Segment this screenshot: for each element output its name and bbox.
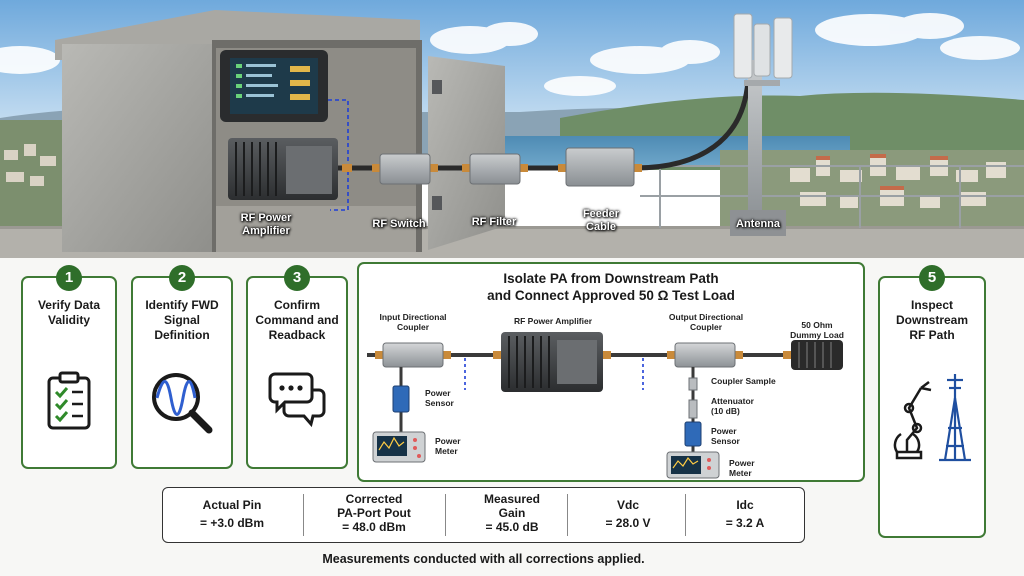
- power-sensor-left-body: [392, 385, 410, 413]
- step-card-1: 1 Verify Data Validity: [21, 265, 117, 469]
- magnifier-waveform-icon: [152, 373, 213, 434]
- measurement-footnote: Measurements conducted with all correcti…: [322, 552, 645, 566]
- measurement-divider: [303, 494, 304, 536]
- measurement-idc: Idc = 3.2 A: [691, 492, 799, 538]
- label-power-meter-left: Power Meter: [435, 436, 461, 456]
- step-title-1: Verify Data Validity: [37, 298, 101, 327]
- output-coupler-body: [674, 342, 736, 368]
- measurement-value: = 48.0 dBm: [342, 520, 406, 534]
- step-badge-3: 3: [284, 265, 310, 291]
- measurement-value: = 28.0 V: [605, 516, 651, 530]
- step-title-5: Inspect Downstream RF Path: [895, 298, 969, 342]
- step-card-3: 3 Confirm Command and Readback: [246, 265, 348, 469]
- robot-arm-tower-icon: [893, 374, 971, 462]
- scene-label-switch: RF Switch: [372, 218, 426, 230]
- measurement-value: = +3.0 dBm: [199, 516, 265, 530]
- measurement-label: Actual Pin: [202, 498, 262, 512]
- label-coupler-sample: Coupler Sample: [711, 376, 776, 386]
- input-coupler-body: [382, 342, 444, 368]
- scene-illustration: [0, 0, 1024, 258]
- scene-label-amplifier: RF Power Amplifier: [240, 212, 292, 237]
- step-card-5: 5 Inspect Downstream RF Path: [878, 265, 986, 538]
- isolation-setup-title: Isolate PA from Downstream Path and Conn…: [487, 271, 735, 303]
- clipboard-check-icon: [47, 371, 91, 430]
- measurement-label: Corrected PA-Port Pout: [337, 492, 411, 520]
- test-setup-diagram: [367, 332, 843, 479]
- scene-label-feeder: Feeder Cable: [582, 208, 620, 233]
- label-power-meter-right: Power Meter: [729, 458, 755, 478]
- step-badge-5: 5: [919, 265, 945, 291]
- scene-label-filter: RF Filter: [471, 216, 517, 228]
- step-title-2: Identify FWD Signal Definition: [145, 298, 219, 342]
- label-output-coupler: Output Directional Coupler: [668, 312, 744, 332]
- measurement-divider: [445, 494, 446, 536]
- step-badge-2: 2: [169, 265, 195, 291]
- measurement-actual-pin: Actual Pin = +3.0 dBm: [167, 492, 297, 538]
- isolation-setup-box: Isolate PA from Downstream Path and Conn…: [357, 262, 865, 482]
- step-badge-1: 1: [56, 265, 82, 291]
- attenuator-body: [688, 399, 698, 419]
- measurement-label: Measured Gain: [483, 492, 541, 520]
- measurement-label: Vdc: [616, 498, 639, 512]
- label-attenuator: Attenuator (10 dB): [711, 396, 754, 416]
- procedure-panel: 1 Verify Data Validity 2 Identify FWD Si…: [0, 258, 1024, 576]
- label-input-coupler: Input Directional Coupler: [379, 312, 447, 332]
- step-card-2: 2 Identify FWD Signal Definition: [131, 265, 233, 469]
- label-power-sensor-left: Power Sensor: [425, 388, 454, 408]
- measurement-divider: [567, 494, 568, 536]
- measurement-gain: Measured Gain = 45.0 dB: [451, 492, 573, 538]
- label-rf-amplifier: RF Power Amplifier: [513, 316, 593, 326]
- label-power-sensor-right: Power Sensor: [711, 426, 740, 446]
- measurement-corrected-pout: Corrected PA-Port Pout = 48.0 dBm: [309, 492, 439, 538]
- measurement-results: Actual Pin = +3.0 dBm Corrected PA-Port …: [162, 487, 805, 543]
- scene-label-antenna: Antenna: [736, 218, 780, 230]
- measurement-value: = 45.0 dB: [485, 520, 539, 534]
- equipment-scene: RF Power Amplifier RF Switch RF Filter F…: [0, 0, 1024, 258]
- label-dummy-load: 50 Ohm Dummy Load: [790, 320, 844, 340]
- measurement-divider: [685, 494, 686, 536]
- power-sensor-right-body: [684, 421, 702, 447]
- measurement-label: Idc: [736, 498, 754, 512]
- step-title-3: Confirm Command and Readback: [255, 298, 339, 342]
- measurement-value: = 3.2 A: [725, 516, 765, 530]
- chat-bubbles-icon: [268, 372, 326, 428]
- measurement-vdc: Vdc = 28.0 V: [573, 492, 683, 538]
